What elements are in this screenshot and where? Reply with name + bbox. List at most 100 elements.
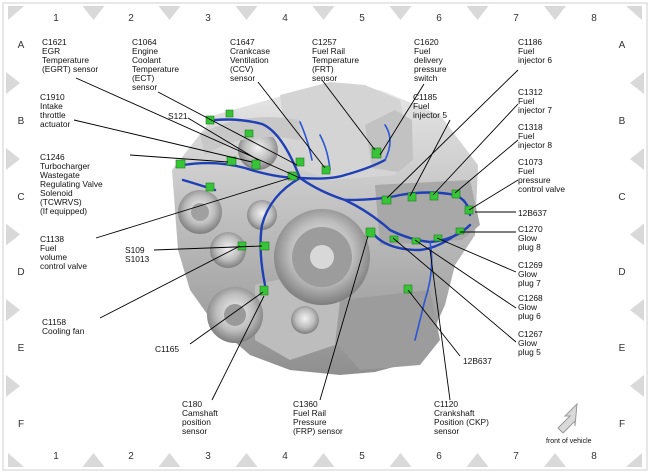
grid-chevron [466, 6, 489, 20]
label-line: Engine [132, 46, 158, 56]
label-line: (ECT) [132, 73, 155, 83]
leader-lines [73, 69, 519, 401]
label-line: C1186 [518, 37, 542, 47]
grid-chevron [6, 72, 20, 94]
grid-column-label: 8 [591, 451, 597, 462]
label-line: S109 [125, 245, 145, 255]
label-line: plug 7 [518, 278, 541, 288]
label-line: Fuel [518, 131, 534, 141]
label-line: (FRP) sensor [293, 426, 343, 436]
grid-column-label: 6 [436, 13, 442, 24]
label-line: S1013 [125, 254, 150, 264]
label-line: (CCV) [230, 64, 253, 74]
label-line: C1318 [518, 122, 543, 132]
label-line: C1138 [40, 234, 64, 244]
grid-chevron [8, 453, 24, 467]
label-line: C180 [182, 399, 202, 409]
label-line: switch [414, 73, 438, 83]
grid-row-label: C [17, 192, 24, 203]
grid-column-label: 1 [53, 13, 59, 24]
grid-column-label: 5 [359, 451, 365, 462]
label-line: Crankcase [230, 46, 270, 56]
label-line: Glow [518, 338, 538, 348]
label-line: C1620 [414, 37, 439, 47]
label-line: Fuel [414, 46, 430, 56]
label-line: sensor [434, 426, 459, 436]
grid-row-label: D [17, 267, 24, 278]
label-line: C1268 [518, 293, 543, 303]
label-line: control valve [40, 261, 87, 271]
label-line: Fuel [518, 96, 534, 106]
label-s121: S121 [168, 111, 188, 121]
label-line: Fuel [40, 243, 56, 253]
grid-row-label: D [618, 267, 625, 278]
label-line: Wastegate [40, 170, 80, 180]
grid-chevron [312, 6, 335, 20]
label-line: Temperature [312, 55, 359, 65]
label-line: C1312 [518, 87, 543, 97]
label-line: sensor [182, 426, 207, 436]
label-line: Fuel Rail [293, 408, 326, 418]
label-line: Regulating Valve [40, 179, 103, 189]
grid-column-label: 7 [513, 13, 519, 24]
label-line: C1621 [42, 37, 67, 47]
label-c1165: C1165 [155, 344, 179, 354]
grid-row-label: E [18, 343, 25, 354]
grid-row-label: F [18, 419, 24, 430]
grid-chevron [626, 453, 642, 467]
grid-chevron [6, 148, 20, 170]
label-line: injector 6 [518, 55, 552, 65]
label-line: Glow [518, 233, 538, 243]
grid-chevron [6, 223, 20, 246]
grid-chevron [8, 6, 24, 20]
label-line: Temperature [42, 55, 89, 65]
label-line: 12B637 [463, 356, 492, 366]
front-of-vehicle-indicator: front of vehicle [546, 402, 592, 445]
label-line: Cooling fan [42, 326, 85, 336]
label-line: Glow [518, 269, 538, 279]
grid-column-label: 3 [205, 13, 211, 24]
label-line: C1360 [293, 399, 318, 409]
grid-chevron [6, 375, 20, 397]
grid-row-label: B [619, 116, 626, 127]
grid-chevron [389, 453, 412, 467]
label-line: sensor [132, 82, 157, 92]
label-line: Solenoid [40, 188, 73, 198]
label-12b637b: 12B637 [463, 356, 492, 366]
grid-chevron [630, 223, 644, 246]
grid-chevron [235, 453, 258, 467]
grid-chevron [82, 453, 105, 467]
label-line: position [182, 417, 211, 427]
label-line: Coolant [132, 55, 162, 65]
front-arrow-icon [557, 402, 578, 434]
label-line: C1269 [518, 260, 543, 270]
grid-chevron [82, 6, 105, 20]
grid-row-label: F [619, 419, 625, 430]
grid-row-label: C [618, 192, 625, 203]
label-line: Crankshaft [434, 408, 475, 418]
label-line: C1257 [312, 37, 337, 47]
front-of-vehicle-label: front of vehicle [546, 438, 592, 445]
label-line: plug 6 [518, 311, 541, 321]
label-line: sensor [230, 73, 255, 83]
label-line: Fuel [518, 46, 534, 56]
label-line: Intake [40, 101, 63, 111]
grid-chevron [466, 453, 489, 467]
label-line: actuator [40, 119, 70, 129]
grid-column-label: 7 [513, 451, 519, 462]
